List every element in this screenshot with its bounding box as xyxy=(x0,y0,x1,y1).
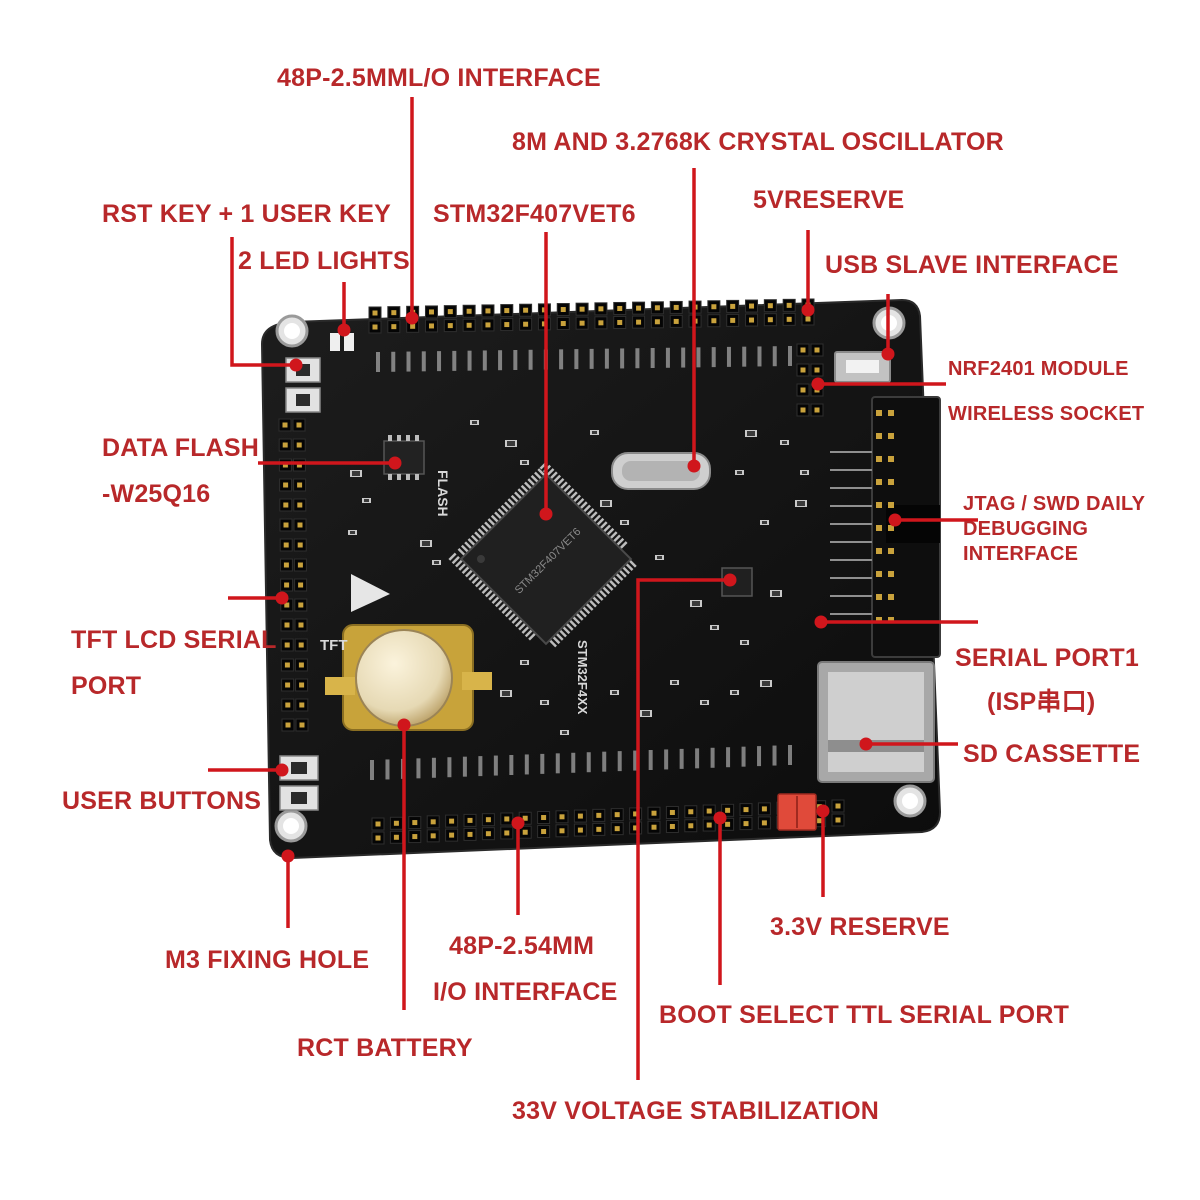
label-data-flash-part: -W25Q16 xyxy=(102,480,211,508)
label-m3-fixing-hole: M3 FIXING HOLE xyxy=(165,946,370,974)
silkscreen-bottom-pins xyxy=(370,745,792,780)
label-voltage-stabilization: 33V VOLTAGE STABILIZATION xyxy=(512,1097,880,1125)
label-data-flash: DATA FLASH xyxy=(102,434,260,462)
label-wireless-socket: WIRELESS SOCKET xyxy=(948,403,1145,425)
label-led-lights: 2 LED LIGHTS xyxy=(238,247,410,275)
label-rct-battery: RCT BATTERY xyxy=(297,1034,473,1062)
label-tft-lcd: TFT LCD SERIAL xyxy=(71,626,277,654)
tft-lcd-header xyxy=(278,418,309,732)
nrf2401-socket xyxy=(796,343,824,417)
rst-key-button xyxy=(285,357,321,383)
fixing-hole-bottom-left xyxy=(274,809,308,843)
label-rst-user-key: RST KEY + 1 USER KEY xyxy=(102,200,392,228)
label-sd-cassette: SD CASSETTE xyxy=(963,740,1141,768)
label-jtag-line2: DEBUGGING xyxy=(963,518,1089,540)
tft-silk: TFT xyxy=(320,637,348,654)
label-usb-slave: USB SLAVE INTERFACE xyxy=(825,251,1119,279)
jtag-swd-connector xyxy=(830,396,941,658)
usb-slave-connector xyxy=(834,351,891,383)
label-crystal-oscillator: 8M AND 3.2768K CRYSTAL OSCILLATOR xyxy=(512,128,1004,156)
user-key-button xyxy=(285,387,321,413)
stm32-mcu-chip: STM32F407VET6 xyxy=(448,461,637,648)
label-tft-lcd-port: PORT xyxy=(71,672,142,700)
data-flash-chip: FLASH xyxy=(383,435,451,517)
smd-components xyxy=(348,420,809,735)
silkscreen-top-pins xyxy=(376,346,792,372)
user-button-2 xyxy=(279,785,319,811)
label-jtag-line1: JTAG / SWD DAILY xyxy=(963,493,1146,515)
label-jtag-line3: INTERFACE xyxy=(963,543,1079,565)
label-io-interface-bottom-2: I/O INTERFACE xyxy=(433,978,618,1006)
fixing-hole-top-left xyxy=(275,314,309,348)
flash-silk: FLASH xyxy=(435,470,451,517)
label-user-buttons: USER BUTTONS xyxy=(62,787,262,815)
label-serial-port1: SERIAL PORT1 xyxy=(955,644,1139,672)
label-3v3-reserve: 3.3V RESERVE xyxy=(770,913,950,941)
voltage-regulator xyxy=(721,567,753,597)
led-pair xyxy=(330,333,354,351)
label-serial-port1-isp: (ISP串口) xyxy=(987,688,1096,716)
boot-select-jumper xyxy=(777,793,817,831)
rtc-coin-battery xyxy=(325,624,492,731)
label-io-interface-top: 48P-2.5MML/O INTERFACE xyxy=(277,64,601,92)
label-5v-reserve: 5VRESERVE xyxy=(753,186,905,214)
crystal-oscillator xyxy=(611,452,711,490)
fixing-hole-bottom-right xyxy=(893,784,927,818)
sd-card-slot xyxy=(817,661,935,783)
label-mcu: STM32F407VET6 xyxy=(433,200,636,228)
io-header-top xyxy=(368,298,815,334)
label-nrf-module: NRF2401 MODULE xyxy=(948,358,1129,380)
label-boot-select: BOOT SELECT TTL SERIAL PORT xyxy=(659,1001,1070,1029)
chip-side-silk: STM32F4XX xyxy=(575,640,590,715)
label-io-interface-bottom: 48P-2.54MM xyxy=(449,932,595,960)
leader-lines xyxy=(208,97,978,1080)
board-logo xyxy=(351,574,390,612)
io-header-bottom xyxy=(371,799,845,845)
